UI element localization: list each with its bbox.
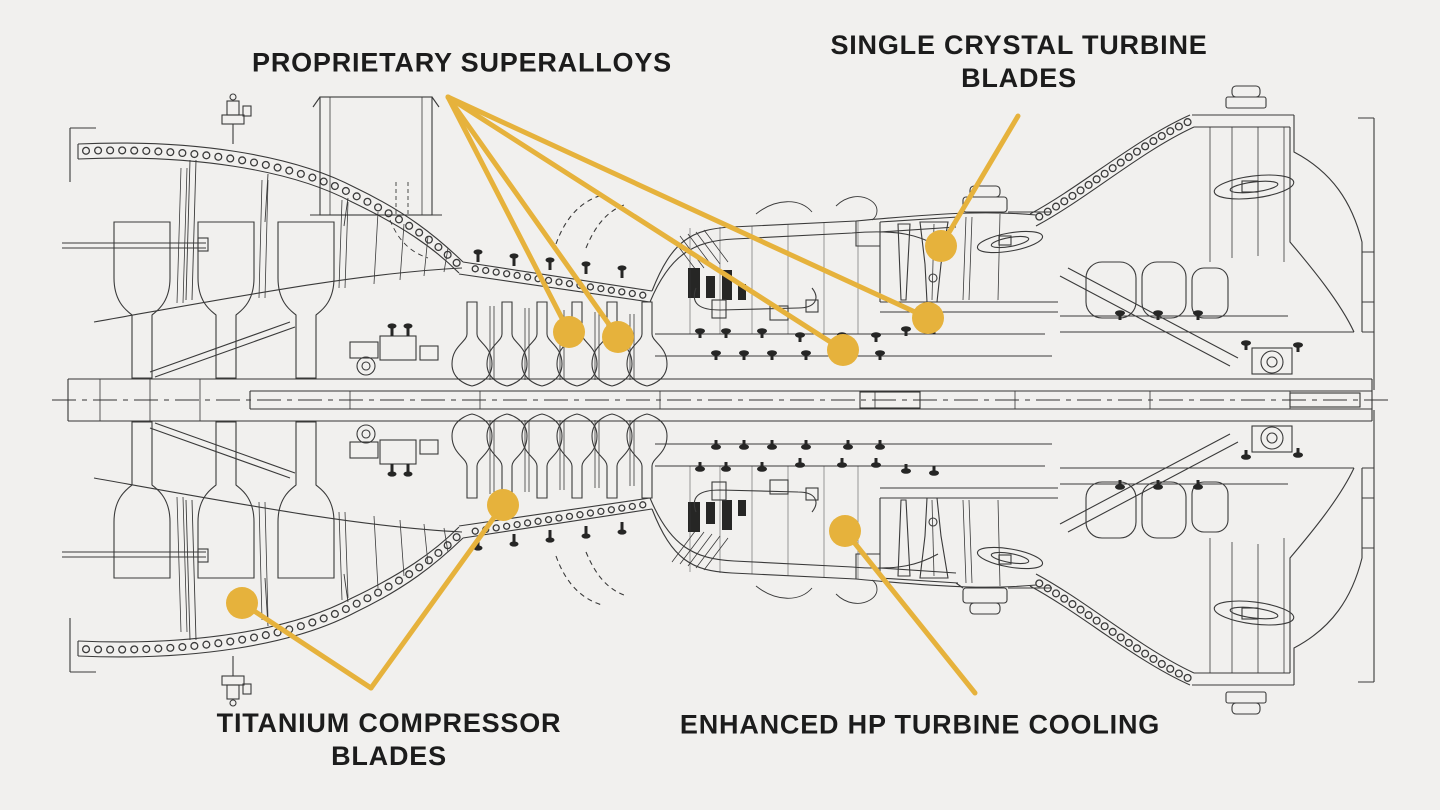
- callout-line: [445, 94, 572, 335]
- callout-dot: [226, 587, 258, 619]
- callout-dot: [487, 489, 519, 521]
- callout-line: [938, 113, 1021, 249]
- callout-dot: [829, 515, 861, 547]
- annotation-text: BLADES: [331, 741, 447, 771]
- callout-dot: [602, 321, 634, 353]
- callout-line: [368, 502, 506, 691]
- annotation-text: ENHANCED HP TURBINE COOLING: [679, 709, 1161, 740]
- annotation-label-proprietary-superalloys: PROPRIETARY SUPERALLOYS: [252, 47, 672, 80]
- annotation-text: BLADES: [961, 63, 1077, 93]
- annotation-label-titanium-compressor-blades: TITANIUM COMPRESSOR BLADES: [217, 707, 562, 773]
- annotation-text: SINGLE CRYSTAL TURBINE: [830, 30, 1208, 60]
- callout-layer: [226, 94, 1021, 696]
- annotation-label-enhanced-hp-turbine-cooling: ENHANCED HP TURBINE COOLING: [680, 709, 1160, 742]
- callout-dot: [912, 302, 944, 334]
- annotation-text: TITANIUM COMPRESSOR: [216, 708, 562, 738]
- engine-shaft: [52, 378, 1388, 422]
- pylon-mount: [310, 96, 442, 259]
- callout-line: [445, 94, 931, 321]
- callout-line: [445, 94, 846, 353]
- annotation-text: PROPRIETARY SUPERALLOYS: [252, 47, 672, 78]
- callout-line: [842, 528, 978, 696]
- callout-dot: [925, 230, 957, 262]
- engine-upper-half: [62, 85, 1375, 390]
- callout-line: [445, 94, 621, 340]
- callout-line: [239, 600, 374, 691]
- annotation-label-single-crystal-turbine-blades: SINGLE CRYSTAL TURBINE BLADES: [830, 29, 1207, 95]
- callout-dot: [827, 334, 859, 366]
- engine-lower-half: [62, 410, 1374, 714]
- callout-dot: [553, 316, 585, 348]
